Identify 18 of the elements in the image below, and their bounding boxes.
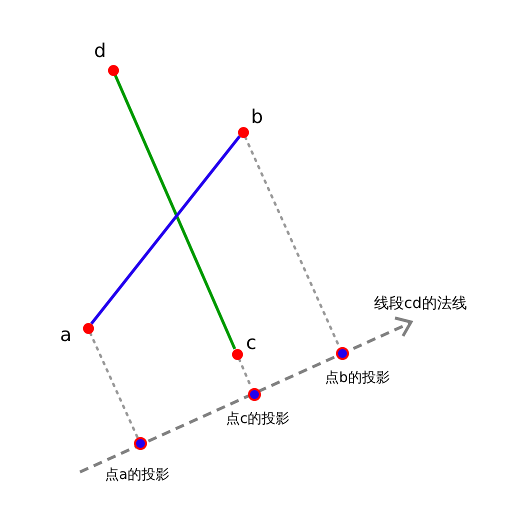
- projection-point: [134, 436, 146, 450]
- dotted-projection-line: [89, 332, 139, 438]
- line-segment: [90, 135, 241, 325]
- projection-label: 点a的投影: [105, 468, 170, 482]
- axis-label: 线段cd的法线: [374, 296, 467, 311]
- point-label: a: [60, 326, 72, 345]
- point: [108, 64, 118, 76]
- point: [238, 126, 248, 138]
- point-label: c: [246, 334, 256, 353]
- projection-point: [336, 346, 348, 360]
- point-label: b: [251, 108, 264, 127]
- point: [82, 322, 94, 334]
- projection-point: [248, 388, 260, 400]
- projection-label: 点b的投影: [325, 371, 390, 385]
- point-label: d: [94, 42, 106, 61]
- line-segment: [114, 74, 236, 350]
- point: [232, 348, 242, 360]
- projection-label: 点c的投影: [226, 412, 290, 426]
